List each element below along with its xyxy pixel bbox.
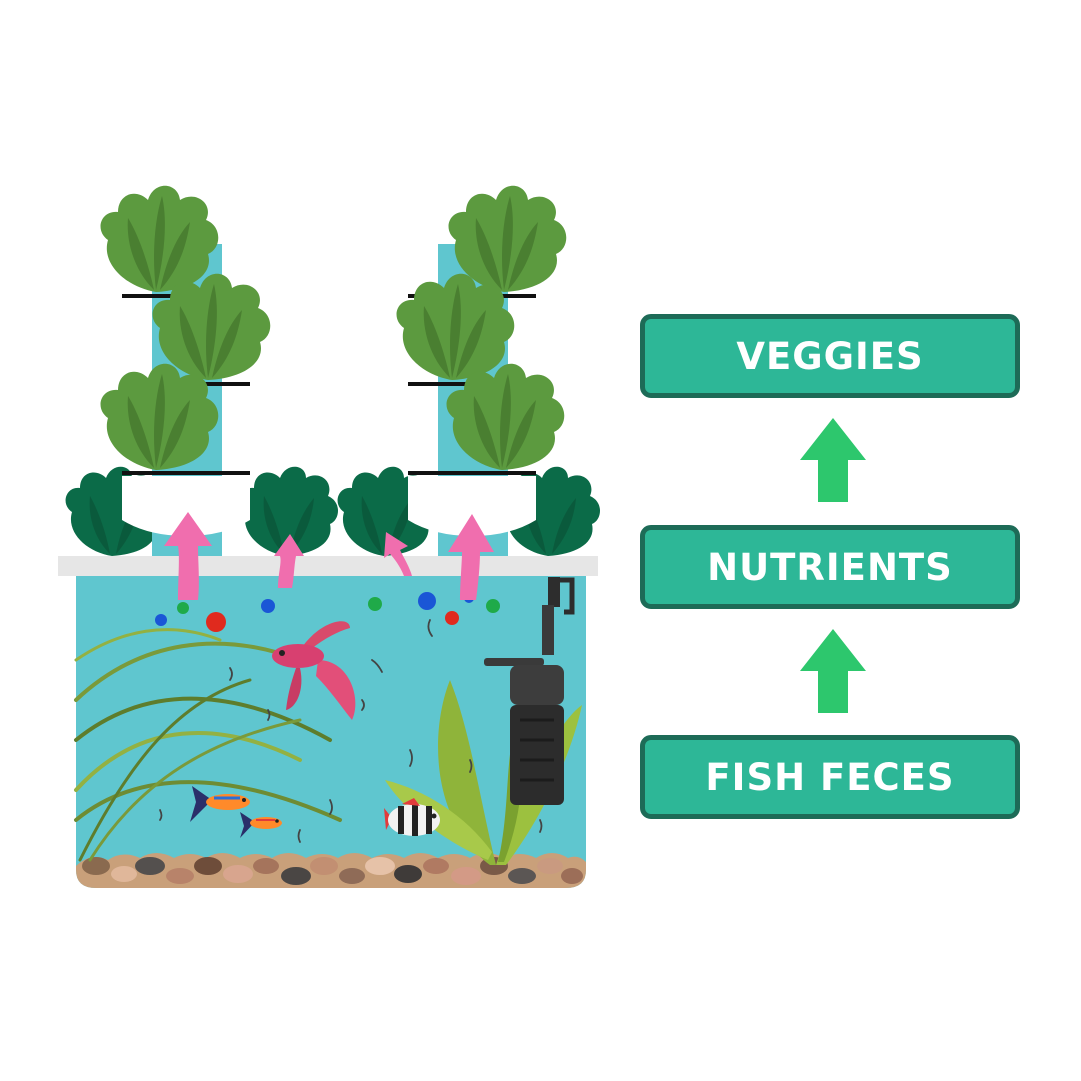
fish-waste-particles <box>159 619 543 843</box>
gravel <box>76 853 586 888</box>
guppy-fish-icon <box>190 786 250 822</box>
fish-feces-box: FISH FECES <box>640 735 1020 819</box>
pink-arrow-icon <box>274 534 304 588</box>
striped-fish-icon <box>384 798 440 836</box>
grow-bed-shelf <box>58 556 598 576</box>
veggies-box: VEGGIES <box>640 314 1020 398</box>
nutrient-dots <box>155 592 500 632</box>
lettuce-icon <box>396 273 515 380</box>
fish-feces-label: FISH FECES <box>705 755 955 799</box>
lettuce-icon <box>100 185 219 292</box>
plant-tower-left <box>100 185 271 556</box>
pink-arrow-icon <box>384 532 412 576</box>
betta-fish-icon <box>272 621 356 720</box>
up-arrow-icon <box>800 629 866 713</box>
lettuce-icon <box>100 363 219 470</box>
plant-tower-right <box>396 185 567 556</box>
pink-arrow-icon <box>164 512 212 600</box>
aquarium-filter-icon <box>484 577 575 805</box>
up-arrow-icon <box>800 418 866 502</box>
veggies-label: VEGGIES <box>736 334 924 378</box>
aquarium-grass <box>74 628 342 862</box>
guppy-fish-icon <box>240 812 282 838</box>
pink-arrow-icon <box>448 514 494 600</box>
nutrients-box: NUTRIENTS <box>640 525 1020 609</box>
nutrients-label: NUTRIENTS <box>707 545 953 589</box>
nutrient-flow-arrows <box>164 512 494 600</box>
